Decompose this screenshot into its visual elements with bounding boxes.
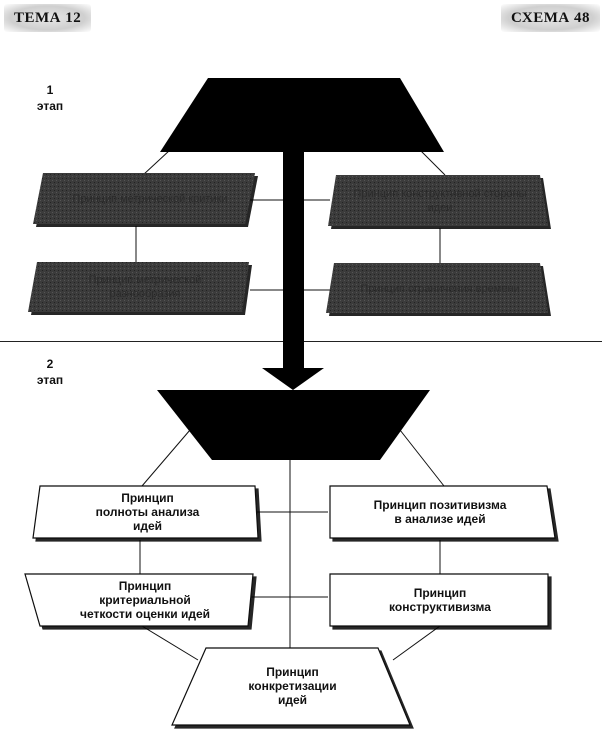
stage2-header-trapezoid <box>157 390 430 460</box>
connector-line <box>141 625 199 661</box>
stage-2-label: 2 этап <box>36 357 64 387</box>
connector-line <box>392 625 441 661</box>
stage2-box-top-left-label: Принцип полноты анализа идей <box>95 491 200 533</box>
stage1-header-trapezoid <box>160 78 444 152</box>
stage1-box-top-left-label: Принцип метрической критики <box>72 193 228 205</box>
stage2-box-mid-left-label: Принцип критериальной четкости оценки ид… <box>79 579 211 621</box>
stage2-box-bottom-label: Принцип конкретизации идей <box>248 665 337 707</box>
stage2-box-mid-left <box>24 573 254 627</box>
stage1-box-bottom-right-label: Принцип ограничения времени <box>360 283 520 295</box>
connector-line <box>141 429 191 487</box>
stage2-connectors <box>139 429 445 661</box>
scheme-label: СХЕМА 48 <box>500 4 600 32</box>
stage1-box-top-left <box>33 173 255 224</box>
stage-1-label: 1 этап <box>36 83 64 113</box>
stage1-box-bottom-left <box>28 262 249 312</box>
stage1-box-top-right <box>328 175 548 226</box>
stage2-box-mid-right <box>329 573 549 627</box>
stage1-box-bottom-left-label: Принцип метрической разнообразия <box>88 274 202 300</box>
connector-line <box>419 149 446 176</box>
stage2-box-mid-right-label: Принцип конструктивизма <box>389 586 491 614</box>
stage2-box-top-right-label: Принцип позитивизма в анализе идей <box>373 498 507 526</box>
connector-line <box>142 149 171 176</box>
connector-line <box>399 429 445 487</box>
flow-arrow <box>262 150 324 390</box>
stage1-box-bottom-right <box>326 263 548 313</box>
stage2-box-top-left <box>32 485 259 539</box>
stage1-box-top-right-label: Принцип конструктивной стороны идеи <box>353 188 527 214</box>
stage2-box-top-right <box>329 485 556 539</box>
stage2-box-bottom <box>171 647 411 726</box>
theme-label: ТЕМА 12 <box>4 4 92 32</box>
